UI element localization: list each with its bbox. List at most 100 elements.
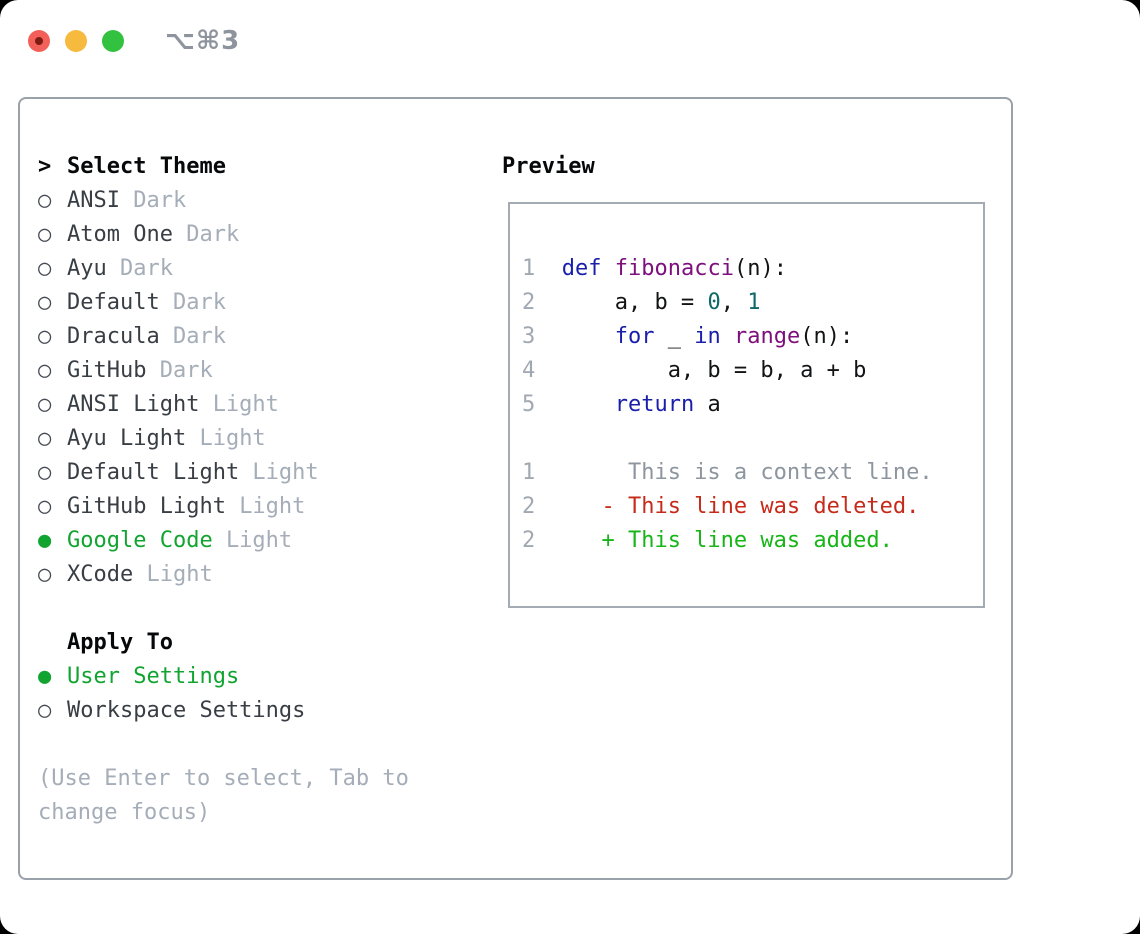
focus-caret-icon: > [38,154,52,179]
theme-variant-label: Dark [172,324,226,349]
preview-title: Preview [502,154,595,179]
code-token-keyword: in [694,324,721,349]
radio-unselected-icon: ○ [38,290,52,315]
code-token-plain: a, b = b, a + b [548,358,867,383]
code-token-plain: , [720,290,748,315]
code-token-title: range [733,324,801,349]
apply-to-title: Apply To [67,630,173,655]
close-dot-icon [35,37,43,45]
theme-variant-label: Dark [172,290,226,315]
theme-option-label: Dracula [67,324,160,349]
code-token-number: 0 [707,290,721,315]
theme-option-label: ANSI Light [67,392,200,417]
radio-unselected-icon: ○ [38,256,52,281]
line-number: 5 [522,392,536,417]
code-token-number: 1 [747,290,761,315]
radio-unselected-icon: ○ [38,426,52,451]
theme-option-atom-one[interactable]: ○ Atom One Dark [38,218,409,252]
window-minimize-button[interactable] [65,30,87,52]
radio-unselected-icon: ○ [38,494,52,519]
preview-line-8: 2 - This line was deleted. [522,490,983,524]
theme-variant-label: Light [252,460,319,485]
theme-option-label: Default [67,290,160,315]
code-token-keyword: return [614,392,695,417]
theme-variant-label: Dark [133,188,187,213]
radio-unselected-icon: ○ [38,562,52,587]
theme-option-ayu-light[interactable]: ○ Ayu Light Light [38,422,409,456]
theme-variant-label: Dark [119,256,173,281]
theme-option-ansi-light[interactable]: ○ ANSI Light Light [38,388,409,422]
theme-variant-label: Light [199,426,266,451]
theme-option-google-code[interactable]: ● Google Code Light [38,524,409,558]
line-number: 3 [522,324,536,349]
apply-option-label: Workspace Settings [67,698,306,723]
line-number: 2 [522,494,536,519]
window-titlebar: ⌥⌘3 [28,26,240,56]
theme-option-label: ANSI [67,188,120,213]
radio-selected-icon: ● [38,664,52,689]
code-token-plain [601,256,614,281]
select-theme-header: > Select Theme [38,150,409,184]
code-token-plain: (n): [800,324,854,349]
theme-option-label: Google Code [67,528,213,553]
theme-variant-label: Light [239,494,306,519]
code-token-plain: (n): [733,256,787,281]
theme-variant-label: Light [225,528,293,553]
code-token-title: fibonacci [614,256,734,281]
preview-line-2: 2 a, b = 0, 1 [522,286,983,320]
apply-to-header: Apply To [38,626,409,660]
code-token-added: + This line was added. [548,528,893,553]
theme-variant-label: Dark [159,358,213,383]
radio-unselected-icon: ○ [38,324,52,349]
theme-option-label: Default Light [67,460,240,485]
code-token-plain: a, b = [548,290,708,315]
code-token-keyword: for [614,324,655,349]
theme-option-default[interactable]: ○ Default Dark [38,286,409,320]
window-close-button[interactable] [28,30,50,52]
radio-unselected-icon: ○ [38,698,52,723]
radio-unselected-icon: ○ [38,392,52,417]
line-number: 2 [522,290,536,315]
theme-option-label: Ayu Light [67,426,187,451]
apply-to-section: Apply To ●User Settings ○ Workspace Settin… [38,626,409,728]
line-number: 4 [522,358,536,383]
theme-variant-label: Dark [186,222,240,247]
radio-unselected-icon: ○ [38,188,52,213]
preview-line-4: 4 a, b = b, a + b [522,354,983,388]
apply-to-list: ●User Settings ○ Workspace Settings [38,660,409,728]
hint-line-2: change focus) [38,800,211,825]
line-number: 1 [522,460,536,485]
preview-line-5: 5 return a [522,388,983,422]
code-token-plain [548,256,561,281]
radio-unselected-icon: ○ [38,222,52,247]
theme-option-label: Ayu [67,256,107,281]
radio-selected-icon: ● [38,528,52,553]
theme-variant-label: Light [212,392,279,417]
code-token-plain [548,392,614,417]
select-theme-title: Select Theme [67,154,226,179]
code-token-keyword: def [561,256,602,281]
line-number: 1 [522,256,536,281]
theme-option-ansi[interactable]: ○ ANSI Dark [38,184,409,218]
theme-option-dracula[interactable]: ○ Dracula Dark [38,320,409,354]
apply-option-user-settings[interactable]: ●User Settings [38,660,409,694]
theme-option-label: GitHub [67,358,147,383]
theme-option-label: XCode [67,562,134,587]
theme-option-label: GitHub Light [67,494,226,519]
keyboard-shortcut-label: ⌥⌘3 [165,26,241,56]
window-zoom-button[interactable] [102,30,124,52]
code-token-plain: a [694,392,721,417]
line-number: 2 [522,528,536,553]
preview-line-7: 1 This is a context line. [522,456,983,490]
code-token-plain [548,324,614,349]
apply-option-workspace-settings[interactable]: ○ Workspace Settings [38,694,409,728]
theme-option-label: Atom One [67,222,173,247]
theme-option-github-light[interactable]: ○ GitHub Light Light [38,490,409,524]
theme-option-ayu[interactable]: ○ Ayu Dark [38,252,409,286]
